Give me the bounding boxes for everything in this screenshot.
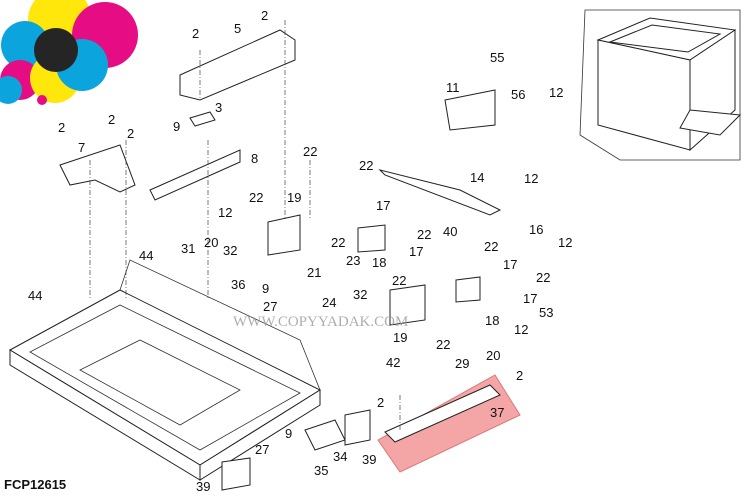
callout: 34	[333, 449, 347, 464]
watermark: WWW.COPYYADAK.COM	[233, 314, 408, 330]
callout: 7	[78, 140, 85, 155]
callout: 3	[215, 100, 222, 115]
callout: 17	[376, 198, 390, 213]
callout: 12	[524, 171, 538, 186]
callout: 24	[322, 295, 336, 310]
part-8	[149, 149, 241, 201]
callout: 8	[251, 151, 258, 166]
callout: 12	[218, 205, 232, 220]
callout: 32	[353, 287, 367, 302]
callout: 16	[529, 222, 543, 237]
callout: 23	[346, 253, 360, 268]
callout: 55	[490, 50, 504, 65]
callout: 2	[58, 120, 65, 135]
callout: 2	[377, 395, 384, 410]
callout: 40	[443, 224, 457, 239]
callout: 44	[139, 248, 153, 263]
callout: 2	[127, 126, 134, 141]
callout: 39	[362, 452, 376, 467]
callout: 31	[181, 241, 195, 256]
copier-inset	[579, 9, 742, 161]
callout: 21	[307, 265, 321, 280]
callout: 9	[285, 426, 292, 441]
part-19b	[389, 284, 426, 326]
callout: 22	[417, 227, 431, 242]
main-frame	[8, 259, 322, 481]
callout: 20	[486, 348, 500, 363]
callout: 12	[514, 322, 528, 337]
callout: 37	[490, 405, 504, 420]
cmyk-logo	[0, 0, 138, 105]
callout: 22	[436, 337, 450, 352]
callout: 5	[234, 21, 241, 36]
callout: 42	[386, 355, 400, 370]
callout: 17	[523, 291, 537, 306]
callout: 19	[393, 330, 407, 345]
callout: 18	[372, 255, 386, 270]
callout: 22	[359, 158, 373, 173]
callout: 11	[446, 80, 460, 95]
callout: 22	[392, 273, 406, 288]
callout: 22	[303, 144, 317, 159]
callout: 2	[516, 368, 523, 383]
part-7	[59, 144, 136, 193]
callout: 44	[28, 288, 42, 303]
callout: 39	[196, 479, 210, 494]
callout: 32	[223, 243, 237, 258]
part-14	[378, 169, 502, 216]
callout: 19	[287, 190, 301, 205]
callout: 12	[549, 85, 563, 100]
callout: 22	[249, 190, 263, 205]
callout: 14	[470, 170, 484, 185]
callout: 22	[484, 239, 498, 254]
callout: 9	[173, 119, 180, 134]
callout: 2	[261, 8, 268, 23]
callout: 53	[539, 305, 553, 320]
callout: 22	[331, 235, 345, 250]
callout: 27	[255, 442, 269, 457]
callout: 2	[192, 26, 199, 41]
callout: 2	[108, 112, 115, 127]
part-19a	[267, 214, 301, 256]
callout: 20	[204, 235, 218, 250]
callout: 17	[503, 257, 517, 272]
callout-labels: 2 5 2 3 2 7 2 2 9 8 55 11 56 12 22 22 14…	[28, 8, 572, 494]
callout: 27	[263, 299, 277, 314]
callout: 35	[314, 463, 328, 478]
callout: 36	[231, 277, 245, 292]
callout: 22	[536, 270, 550, 285]
callout: 12	[558, 235, 572, 250]
callout: 18	[485, 313, 499, 328]
callout: 56	[511, 87, 525, 102]
callout: 9	[262, 281, 269, 296]
part-11	[444, 89, 496, 131]
callout: 17	[409, 244, 423, 259]
callout: 29	[455, 356, 469, 371]
figure-code: FCP12615	[4, 477, 66, 492]
highlighted-part-37	[377, 374, 521, 473]
part-5	[179, 29, 296, 101]
